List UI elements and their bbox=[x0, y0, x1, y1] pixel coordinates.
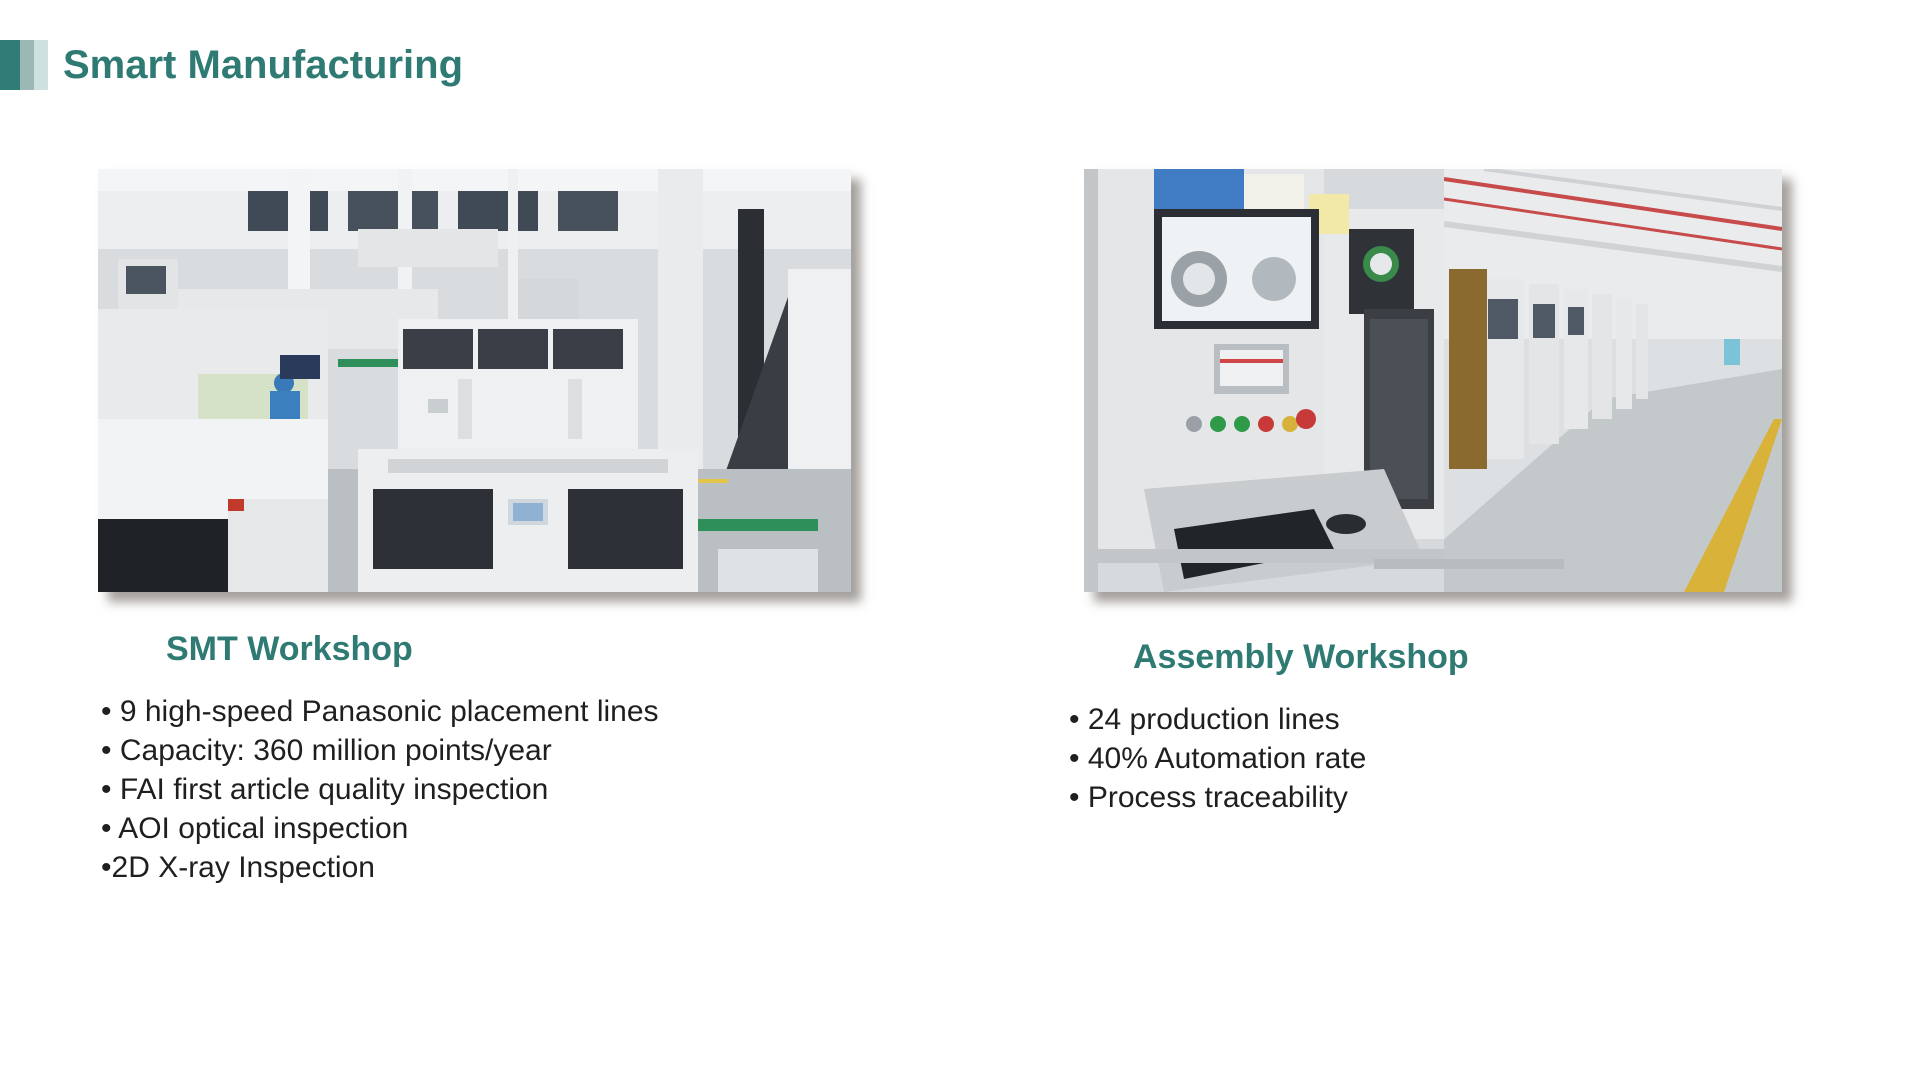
bullet-item: • 40% Automation rate bbox=[1069, 742, 1367, 775]
smt-workshop-photo bbox=[98, 169, 851, 592]
bullet-item: • Process traceability bbox=[1069, 781, 1348, 814]
accent-stripe-dark bbox=[0, 40, 20, 90]
assembly-workshop-caption: Assembly Workshop bbox=[1133, 638, 1469, 676]
bullet-item: •2D X-ray Inspection bbox=[101, 851, 375, 884]
bullet-item: • AOI optical inspection bbox=[101, 812, 409, 845]
assembly-workshop-photo bbox=[1084, 169, 1782, 592]
page-title: Smart Manufacturing bbox=[63, 43, 464, 87]
accent-stripe-light bbox=[34, 40, 48, 90]
bullet-item: • 24 production lines bbox=[1069, 703, 1340, 736]
title-accent-bar bbox=[0, 40, 48, 90]
assembly-workshop-bullets: • 24 production lines • 40% Automation r… bbox=[1069, 700, 1366, 817]
accent-stripe-mid bbox=[20, 40, 34, 90]
bullet-item: • Capacity: 360 million points/year bbox=[101, 734, 552, 767]
bullet-item: • 9 high-speed Panasonic placement lines bbox=[101, 695, 659, 728]
smt-workshop-bullets: • 9 high-speed Panasonic placement lines… bbox=[101, 692, 659, 887]
bullet-item: • FAI first article quality inspection bbox=[101, 773, 549, 806]
smt-workshop-caption: SMT Workshop bbox=[166, 630, 413, 668]
